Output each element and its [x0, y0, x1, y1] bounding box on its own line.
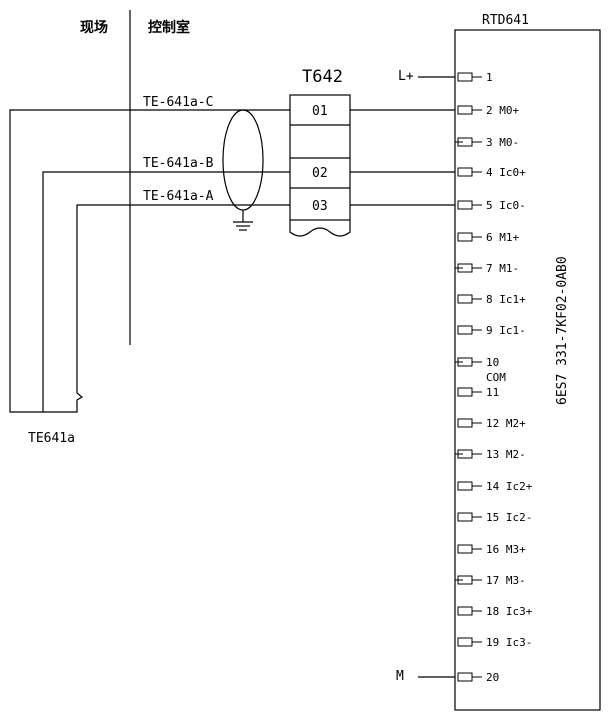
cable-shield: [222, 109, 264, 231]
pin-label: 12 M2+: [486, 417, 526, 430]
pin-8: 8 Ic1+: [457, 293, 526, 306]
pin-label: 5 Ic0-: [486, 199, 526, 212]
pin-label: 3 M0-: [486, 136, 519, 149]
pin-label: 11: [486, 386, 499, 399]
module-jumpers: [454, 141, 463, 642]
pin-connector-icon: [457, 512, 473, 522]
terminal-02: 02: [312, 166, 328, 181]
pin-com: COM: [486, 371, 506, 384]
cable-label-b: TE-641a-B: [143, 156, 214, 171]
pin-connector-icon: [457, 325, 473, 335]
pin-connector-icon: [457, 544, 473, 554]
module-pins: 1 2 M0+ 3 M0- 4 Ic0+ 5 Ic0- 6 M1+ 7 M1- 8 Ic1+ 9…: [457, 71, 533, 684]
pin-6: 6 M1+: [457, 231, 519, 244]
pin-10: 10: [457, 356, 499, 369]
pin-11: 11: [457, 386, 499, 399]
pin-label: 10: [486, 356, 499, 369]
pin-connector-icon: [457, 418, 473, 428]
terminal-block-label: T642: [302, 67, 343, 87]
cable-label-a: TE-641a-A: [143, 189, 214, 204]
pin-12: 12 M2+: [457, 417, 526, 430]
pin-label: 7 M1-: [486, 262, 519, 275]
module-name: RTD641: [482, 13, 529, 28]
pin-14: 14 Ic2+: [457, 480, 533, 493]
pin-5: 5 Ic0-: [457, 199, 526, 212]
pin-connector-icon: [457, 637, 473, 647]
pin-20: 20: [457, 671, 499, 684]
module-feed-wires: [350, 109, 455, 206]
pin-label: 13 M2-: [486, 448, 526, 461]
sensor-label: TE641a: [28, 431, 75, 446]
pin-connector-icon: [457, 232, 473, 242]
pin-9: 9 Ic1-: [457, 324, 526, 337]
pin-3: 3 M0-: [457, 136, 519, 149]
pin-label: 18 Ic3+: [486, 605, 533, 618]
pin-connector-icon: [457, 481, 473, 491]
pin-connector-icon: [457, 72, 473, 82]
terminal-01: 01: [312, 104, 328, 119]
terminal-block: [289, 94, 351, 237]
sensor-wiring: [9, 109, 290, 413]
supply-positive-label: L+: [398, 69, 414, 84]
pin-connector-icon: [457, 387, 473, 397]
pin-4: 4 Ic0+: [457, 166, 526, 179]
pin-label: 1: [486, 71, 493, 84]
pin-label: 2 M0+: [486, 104, 519, 117]
pin-13: 13 M2-: [457, 448, 526, 461]
pin-7: 7 M1-: [457, 262, 519, 275]
pin-label: 15 Ic2-: [486, 511, 532, 524]
pin-connector-icon: [457, 167, 473, 177]
pin-label: 17 M3-: [486, 574, 526, 587]
zone-control-room-label: 控制室: [148, 19, 190, 36]
pin-label: 4 Ic0+: [486, 166, 526, 179]
pin-label: 9 Ic1-: [486, 324, 526, 337]
zone-field-label: 现场: [80, 20, 108, 36]
pin-connector-icon: [457, 294, 473, 304]
pin-15: 15 Ic2-: [457, 511, 532, 524]
pin-label: COM: [486, 371, 506, 384]
pin-2: 2 M0+: [457, 104, 519, 117]
pin-label: 6 M1+: [486, 231, 519, 244]
pin-18: 18 Ic3+: [457, 605, 533, 618]
pin-17: 17 M3-: [457, 574, 526, 587]
pin-label: 8 Ic1+: [486, 293, 526, 306]
pin-label: 14 Ic2+: [486, 480, 533, 493]
pin-19: 19 Ic3-: [457, 636, 532, 649]
terminal-03: 03: [312, 199, 328, 214]
cable-label-c: TE-641a-C: [143, 95, 213, 110]
pin-label: 19 Ic3-: [486, 636, 532, 649]
pin-connector-icon: [457, 200, 473, 210]
pin-connector-icon: [457, 105, 473, 115]
pin-connector-icon: [457, 606, 473, 616]
pin-16: 16 M3+: [457, 543, 526, 556]
pin-label: 20: [486, 671, 499, 684]
pin-1: 1: [457, 71, 493, 84]
pin-label: 16 M3+: [486, 543, 526, 556]
supply-negative-label: M: [396, 669, 404, 684]
module-part-number: 6ES7 331-7KF02-0AB0: [555, 256, 570, 405]
pin-connector-icon: [457, 672, 473, 682]
